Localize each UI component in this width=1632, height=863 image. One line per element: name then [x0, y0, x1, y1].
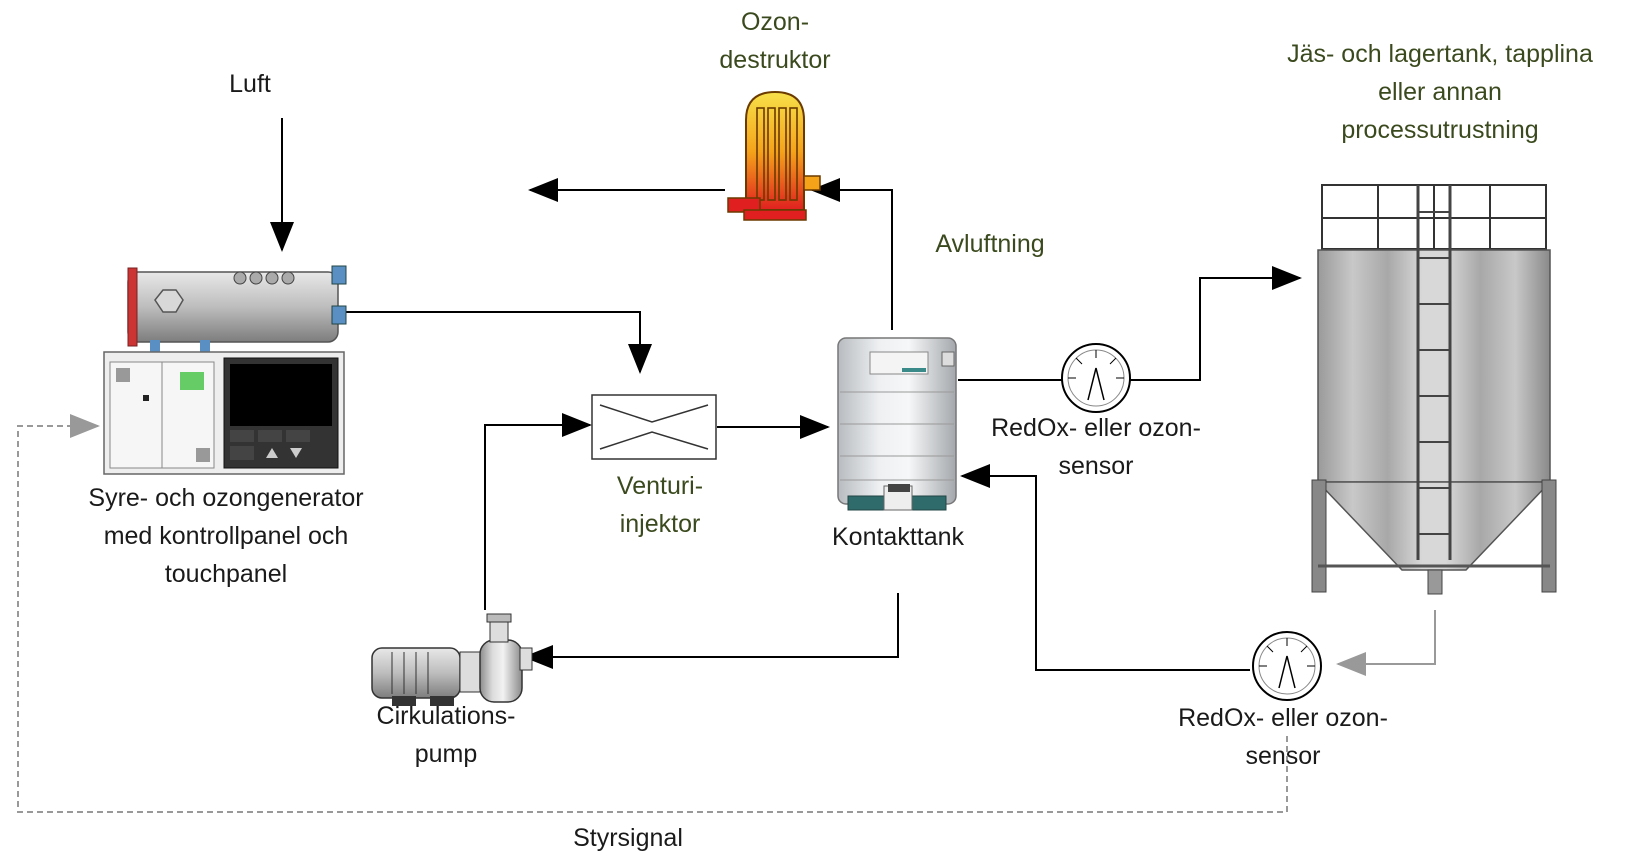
- sensor-bottom-label-line2: sensor: [1245, 742, 1320, 770]
- venturi-label-line1: Venturi-: [617, 472, 703, 500]
- air-label: Luft: [229, 70, 271, 98]
- sensor-bottom-label-line1: RedOx- eller ozon-: [1178, 704, 1388, 732]
- ozone-destructor-label-line2: destruktor: [719, 46, 830, 74]
- contact-tank: [837, 337, 957, 511]
- flow-lines: [17, 118, 1436, 813]
- sensor-top-label-line1: RedOx- eller ozon-: [991, 414, 1201, 442]
- tank-label-line3: processutrustning: [1341, 116, 1538, 144]
- sensor-top-label-line2: sensor: [1058, 452, 1133, 480]
- generator-label-line2: med kontrollpanel och: [104, 522, 349, 550]
- contact-tank-label: Kontakttank: [832, 523, 965, 551]
- pump-label-line1: Cirkulations-: [377, 702, 516, 730]
- venturi-injector: [591, 394, 717, 460]
- fermentation-tank: [1311, 184, 1557, 595]
- tank-label-line1: Jäs- och lagertank, tapplina: [1287, 40, 1593, 68]
- ozone-gas-line: [345, 311, 652, 374]
- generator-label-line3: touchpanel: [165, 560, 287, 588]
- tank-to-pump-line: [523, 593, 899, 669]
- control-signal-line: [17, 414, 1288, 813]
- sensor-to-silo-line: [1130, 266, 1302, 381]
- control-signal-label: Styrsignal: [573, 824, 683, 852]
- return-line: [960, 464, 1250, 671]
- oxygen-ozone-generator: [103, 265, 347, 475]
- venting-line: [810, 178, 893, 330]
- circulation-pump: [371, 613, 533, 706]
- pump-to-venturi-line: [484, 413, 592, 610]
- labels: Luft Ozon- destruktor Jäs- och lagertank…: [88, 8, 1593, 852]
- generator-label-line1: Syre- och ozongenerator: [88, 484, 363, 512]
- sensor-top: [1061, 343, 1131, 413]
- pump-label-line2: pump: [415, 740, 478, 768]
- ozone-destructor-label-line1: Ozon-: [741, 8, 809, 36]
- silo-outlet-line: [1336, 610, 1436, 676]
- ozone-destructor: [727, 90, 821, 221]
- venting-label: Avluftning: [935, 230, 1044, 258]
- venturi-label-line2: injektor: [620, 510, 701, 538]
- tank-label-line2: eller annan: [1378, 78, 1502, 106]
- sensor-bottom: [1252, 631, 1322, 701]
